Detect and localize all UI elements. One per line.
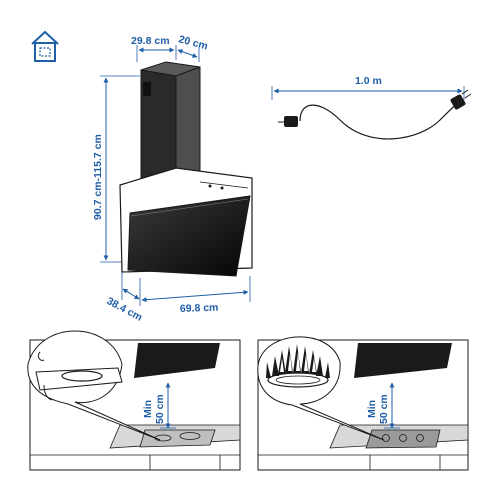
height-dimension-line: [100, 75, 140, 263]
hood-width-label: 69.8 cm: [180, 302, 219, 315]
gas-flame-icon: [257, 336, 385, 441]
cable-length-label: 1.0 m: [355, 75, 382, 87]
ceramic-hob-icon: [27, 330, 161, 441]
chimney-width-label: 29.8 cm: [131, 35, 170, 47]
cable-length-dimension: [271, 86, 465, 100]
cooker-hood-illustration: [119, 61, 253, 277]
height-range-label: 90.7 cm-115.7 cm: [92, 134, 104, 220]
house-icon: [31, 30, 59, 62]
electric-min-line1: Min: [142, 400, 154, 418]
chimney-depth-label: 20 cm: [177, 33, 209, 52]
hood-depth-label: 38.4 cm: [105, 295, 145, 324]
hood-bottom-dimension-lines: [121, 272, 251, 306]
electric-min-line2: 50 cm: [154, 394, 166, 424]
chimney-dimension-lines: [136, 45, 200, 62]
gas-min-line2: 50 cm: [378, 394, 390, 424]
plug-cable-icon: [278, 89, 472, 140]
gas-min-line1: Min: [366, 400, 378, 418]
